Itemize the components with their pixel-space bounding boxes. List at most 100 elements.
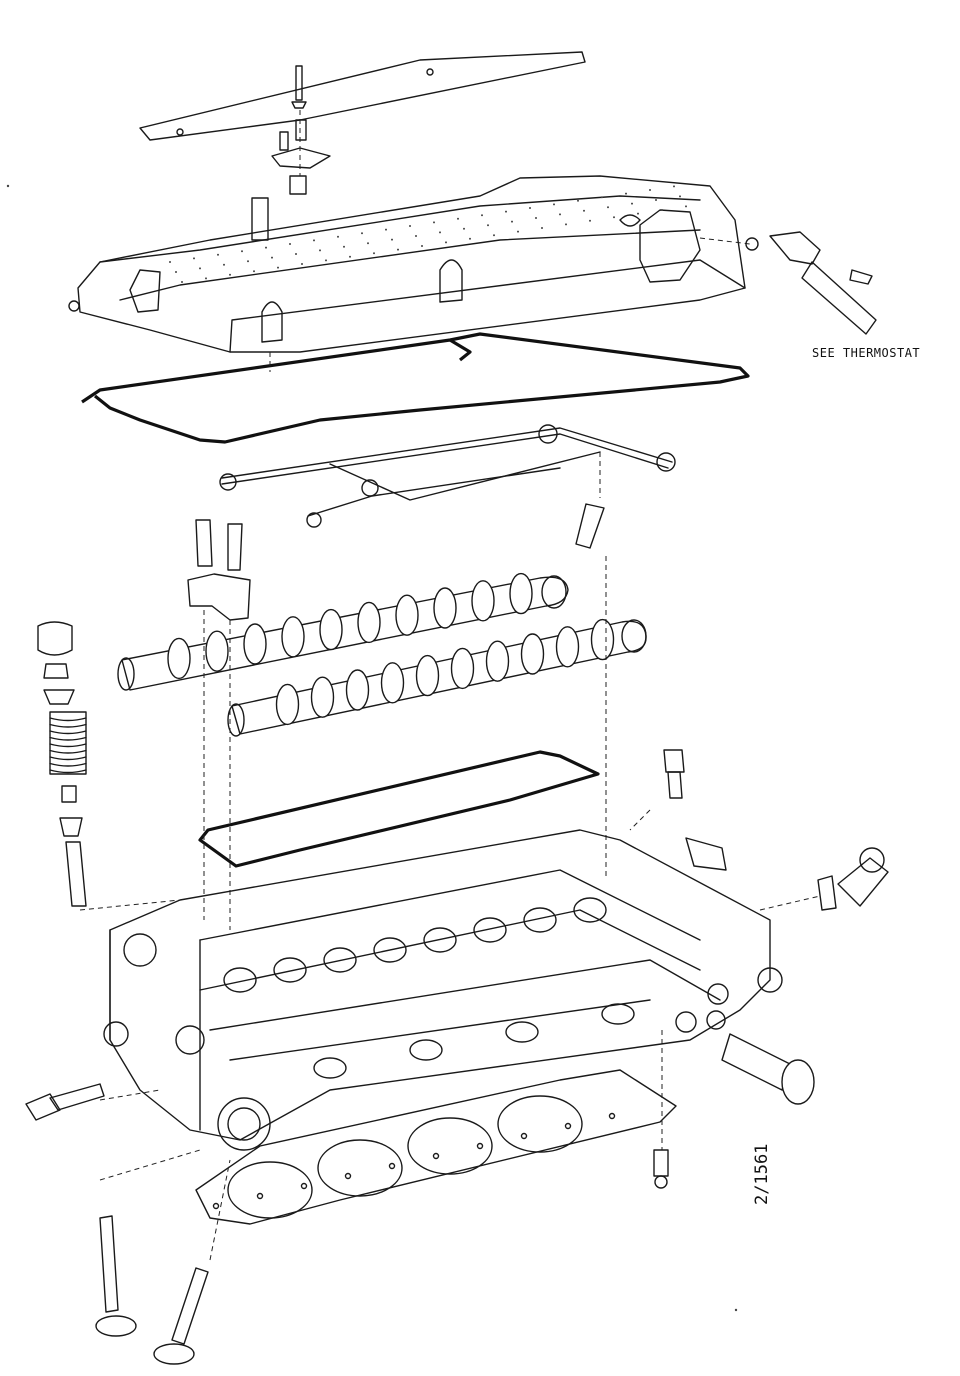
end-bore (175, 1025, 205, 1055)
cover-stipple-dot (271, 256, 273, 259)
exhaust-port (409, 1039, 443, 1061)
cover-stipple-dot (463, 227, 465, 230)
cover-stipple-dot (409, 225, 411, 227)
cover-stipple-dot (217, 253, 219, 256)
gasket-hole (432, 1152, 440, 1160)
cover-stipple-dot (373, 252, 375, 255)
cover-stipple-dot (649, 189, 651, 191)
cover-stipple-dot (583, 209, 585, 212)
cover-stipple-dot (607, 206, 609, 209)
cover-stipple-dot (205, 277, 207, 280)
cover-stipple-dot (247, 260, 249, 263)
exhaust-port (505, 1021, 539, 1043)
cover-stipple-dot (589, 219, 591, 222)
figure-number: 2/1561 (752, 1143, 772, 1205)
cover-stipple-dot (535, 217, 537, 219)
cylinder-bore (227, 1161, 313, 1219)
cover-stipple-dot (553, 203, 555, 206)
scan-specks (6, 184, 738, 1312)
water-outlet-fittings (675, 847, 889, 1105)
cover-stipple-dot (199, 267, 201, 270)
cover-stipple-dot (415, 235, 417, 237)
gasket-hole (564, 1122, 572, 1130)
spring-coil (49, 717, 87, 722)
cam-lobe (520, 633, 545, 675)
cover-stipple-dot (361, 232, 363, 235)
cover-stipple-dot (655, 199, 657, 201)
cover-stipple-dot (679, 195, 681, 198)
valve-cover-texture (169, 185, 687, 283)
cover-stipple-dot (391, 238, 393, 241)
cam-lobe (450, 647, 475, 690)
head-port (423, 927, 457, 953)
valve-intake (153, 1159, 231, 1365)
cover-stipple-dot (169, 261, 171, 263)
end-bore (123, 933, 157, 967)
cover-stipple-dot (385, 228, 387, 231)
cam-lobe (167, 637, 191, 680)
head-port (223, 967, 257, 993)
cover-stipple-dot (229, 273, 231, 276)
cover-stipple-dot (337, 235, 339, 238)
cylinder-bore (497, 1095, 583, 1153)
spring-coil (49, 736, 87, 741)
camshaft-lobes (167, 572, 615, 726)
head-bolt-upper (663, 749, 727, 871)
cam-lobe (555, 626, 580, 668)
exhaust-port (313, 1057, 347, 1079)
water-port (217, 1097, 271, 1151)
water-port-inner (227, 1107, 261, 1141)
cover-stipple-dot (349, 255, 351, 258)
cylinder-head-ports (123, 897, 635, 1151)
cover-stipple-dot (685, 205, 687, 208)
cover-stipple-dot (265, 246, 267, 249)
cam-lobe (357, 601, 381, 644)
cover-stipple-dot (253, 270, 255, 273)
thermostat-reference-label: SEE THERMOSTAT (812, 346, 921, 360)
oil-feed-pipe (219, 424, 676, 549)
gasket-hole (212, 1202, 220, 1210)
camshaft-intake (117, 575, 569, 691)
temperature-sender (25, 1021, 129, 1121)
cover-stipple-dot (433, 221, 435, 224)
cam-lobe (590, 618, 615, 661)
valve-cover-gasket (81, 332, 750, 444)
cover-stipple-dot (421, 245, 423, 247)
cam-lobe (243, 623, 267, 665)
gasket-hole (608, 1112, 616, 1120)
cover-stipple-dot (631, 202, 633, 205)
cover-stipple-dot (325, 259, 327, 262)
cam-lobe (380, 662, 405, 704)
valve-spring-coils (49, 717, 87, 774)
cover-stipple-dot (181, 281, 183, 283)
cam-lobe (395, 594, 419, 636)
cover-stipple-dot (241, 250, 243, 253)
cover-stipple-dot (343, 245, 345, 248)
cover-stipple-dot (673, 185, 675, 188)
bearing-cap-bolts (187, 519, 251, 621)
cover-stipple-dot (625, 192, 627, 195)
gasket-hole (520, 1132, 528, 1140)
camshaft-housing-gasket (198, 750, 600, 868)
thermostat-parts (699, 231, 877, 335)
head-port (573, 897, 607, 923)
head-port (323, 947, 357, 973)
exhaust-port (601, 1003, 635, 1025)
head-port (273, 957, 307, 983)
spring-coil (49, 723, 87, 728)
head-port (473, 917, 507, 943)
cover-stipple-dot (517, 230, 519, 233)
cover-stipple-dot (601, 196, 603, 199)
spring-coil (49, 756, 87, 761)
cover-stipple-dot (511, 220, 513, 223)
gasket-hole (388, 1162, 396, 1170)
spring-coil (49, 730, 87, 735)
cam-lobe (310, 676, 335, 718)
cover-stipple-dot (223, 263, 225, 266)
valve-spring-assembly (37, 621, 181, 911)
cover-stipple-dot (505, 210, 507, 213)
gasket-hole (476, 1142, 484, 1150)
valve-exhaust (95, 1215, 137, 1337)
assembly-guide-lines (99, 352, 821, 1181)
